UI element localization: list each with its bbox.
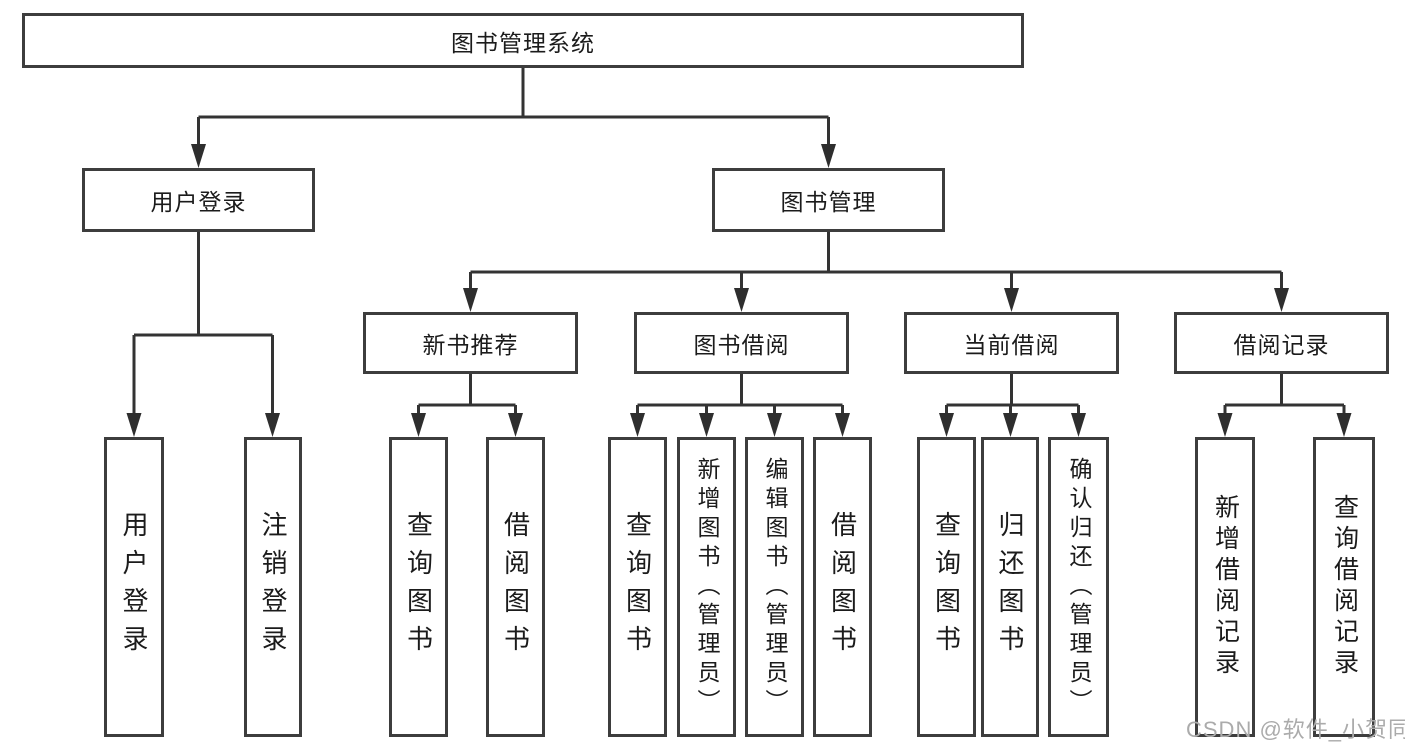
node-new-book-recommend: 新书推荐	[363, 312, 578, 374]
leaf-add-book-admin: 新增图书（管理员）	[677, 437, 736, 737]
arrow-icon	[463, 288, 478, 312]
node-user-login: 用户登录	[82, 168, 315, 232]
leaf-borrow-book-recommend-label: 借阅图书	[500, 511, 531, 663]
watermark: CSDN @软件_小贺同学	[1186, 717, 1405, 742]
arrow-icon	[939, 413, 954, 437]
node-book-management: 图书管理	[712, 168, 945, 232]
arrowheads	[126, 144, 1352, 437]
leaf-borrow-book: 借阅图书	[813, 437, 872, 737]
node-new-book-recommend-label: 新书推荐	[422, 332, 519, 358]
node-current-borrow: 当前借阅	[904, 312, 1119, 374]
leaf-edit-book-admin-label: 编辑图书（管理员）	[762, 456, 788, 718]
node-user-login-label: 用户登录	[150, 189, 247, 215]
arrow-icon	[1336, 413, 1352, 437]
leaf-add-book-admin-label: 新增图书（管理员）	[694, 456, 720, 718]
arrow-icon	[1071, 413, 1086, 437]
arrow-icon	[734, 288, 749, 312]
arrow-icon	[1004, 288, 1019, 312]
leaf-logout-label: 注销登录	[258, 511, 288, 663]
leaf-query-book-current: 查询图书	[917, 437, 976, 737]
leaf-add-borrow-record: 新增借阅记录	[1195, 437, 1255, 737]
leaf-user-login: 用户登录	[104, 437, 164, 737]
leaf-user-login-label: 用户登录	[119, 511, 149, 663]
node-borrow-records: 借阅记录	[1174, 312, 1389, 374]
leaf-query-book-borrow: 查询图书	[608, 437, 667, 737]
leaf-query-book-borrow-label: 查询图书	[622, 511, 653, 663]
arrow-icon	[1274, 288, 1289, 312]
leaf-borrow-book-recommend: 借阅图书	[486, 437, 545, 737]
arrow-icon	[821, 144, 836, 168]
arrow-icon	[630, 413, 645, 437]
node-book-management-label: 图书管理	[780, 189, 877, 215]
arrow-icon	[1217, 413, 1233, 437]
node-root-label: 图书管理系统	[451, 29, 595, 56]
leaf-query-book-recommend-label: 查询图书	[403, 511, 434, 663]
arrow-icon	[265, 413, 280, 437]
leaf-return-book: 归还图书	[981, 437, 1039, 737]
leaf-confirm-return-admin: 确认归还（管理员）	[1048, 437, 1109, 737]
leaf-query-borrow-record-label: 查询借阅记录	[1330, 494, 1359, 680]
leaf-add-borrow-record-label: 新增借阅记录	[1211, 494, 1240, 680]
leaf-borrow-book-label: 借阅图书	[827, 511, 858, 663]
arrow-icon	[126, 413, 142, 437]
arrow-icon	[835, 413, 850, 437]
leaf-edit-book-admin: 编辑图书（管理员）	[745, 437, 804, 737]
arrow-icon	[191, 144, 206, 168]
arrow-icon	[767, 413, 782, 437]
leaf-logout: 注销登录	[244, 437, 302, 737]
leaf-query-book-current-label: 查询图书	[931, 511, 962, 663]
arrow-icon	[508, 413, 523, 437]
arrow-icon	[1003, 413, 1018, 437]
leaf-confirm-return-admin-label: 确认归还（管理员）	[1066, 456, 1092, 718]
node-borrow-records-label: 借阅记录	[1233, 332, 1330, 358]
node-root: 图书管理系统	[22, 13, 1024, 68]
leaf-return-book-label: 归还图书	[995, 511, 1025, 663]
leaf-query-book-recommend: 查询图书	[389, 437, 448, 737]
connector-lines	[132, 68, 1346, 416]
node-current-borrow-label: 当前借阅	[963, 332, 1060, 358]
arrow-icon	[411, 413, 426, 437]
leaf-query-borrow-record: 查询借阅记录	[1313, 437, 1375, 737]
node-book-borrow-label: 图书借阅	[693, 332, 790, 358]
arrow-icon	[699, 413, 714, 437]
node-book-borrow: 图书借阅	[634, 312, 849, 374]
